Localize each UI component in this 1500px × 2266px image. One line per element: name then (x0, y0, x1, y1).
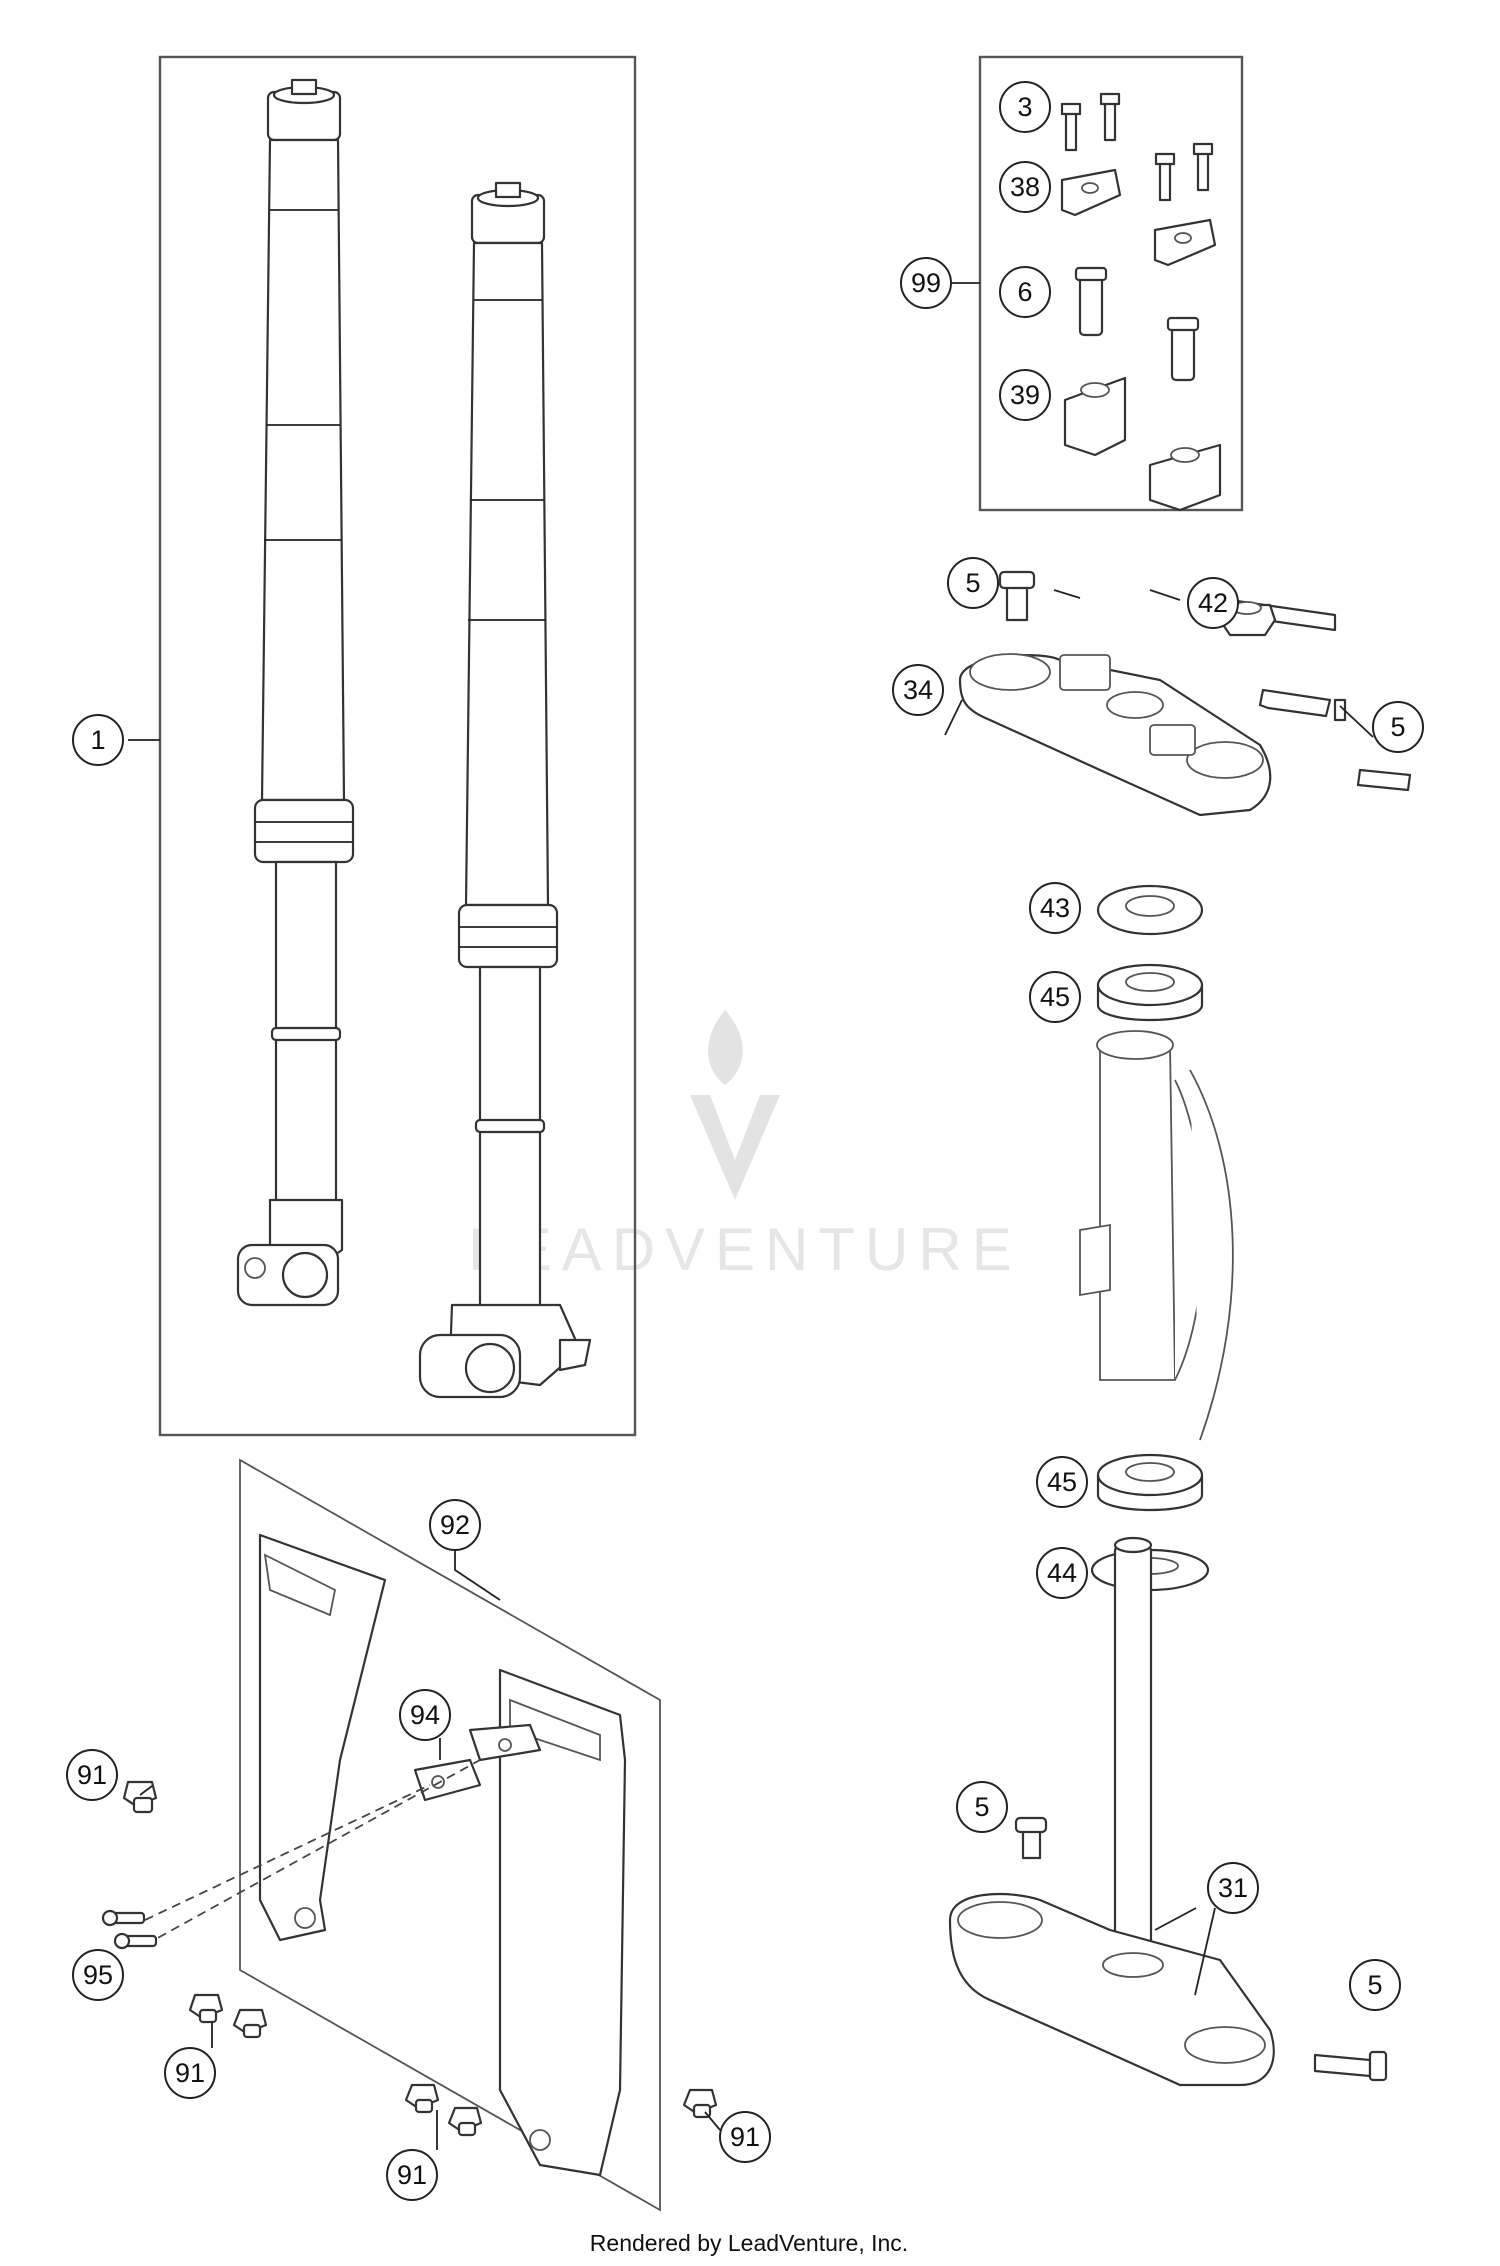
callout-label: 34 (903, 675, 933, 705)
callout-43: 43 (1029, 882, 1081, 934)
callout-label: 91 (77, 1760, 107, 1790)
footer-credit: Rendered by LeadVenture, Inc. (590, 2230, 908, 2256)
callout-label: 44 (1047, 1558, 1077, 1588)
callout-3: 3 (999, 81, 1051, 133)
callout-91-right: 91 (719, 2111, 771, 2163)
callout-label: 45 (1040, 982, 1070, 1012)
callout-45-lower: 45 (1036, 1456, 1088, 1508)
callout-91-upper-left: 91 (66, 1749, 118, 1801)
mounting-screws (101, 1759, 481, 1950)
callout-42: 42 (1187, 577, 1239, 629)
callout-label: 91 (730, 2122, 760, 2152)
fork-assembly-box (158, 55, 637, 1437)
callout-94: 94 (399, 1689, 451, 1741)
callout-label: 38 (1010, 172, 1040, 202)
frame-steering-head (1079, 1030, 1234, 1441)
left-fork-leg (236, 78, 355, 1307)
callout-label: 5 (974, 1792, 989, 1822)
callout-5-lower-right: 5 (1349, 1959, 1401, 2011)
callout-label: 94 (410, 1700, 440, 1730)
callout-99: 99 (900, 257, 952, 309)
callout-45-upper: 45 (1029, 971, 1081, 1023)
watermark-text: LEADVENTURE (468, 1216, 1021, 1283)
callout-label: 91 (397, 2160, 427, 2190)
callout-label: 31 (1218, 1873, 1248, 1903)
callout-95: 95 (72, 1949, 124, 2001)
callout-39: 39 (999, 369, 1051, 421)
callout-label: 5 (1367, 1970, 1382, 2000)
callout-91-bottom: 91 (386, 2149, 438, 2201)
callout-34: 34 (892, 664, 944, 716)
callout-5-top: 5 (947, 557, 999, 609)
callout-5-lower-left: 5 (956, 1781, 1008, 1833)
callout-5-right: 5 (1372, 701, 1424, 753)
callout-6: 6 (999, 266, 1051, 318)
callout-label: 3 (1017, 92, 1032, 122)
callout-label: 91 (175, 2058, 205, 2088)
callout-label: 39 (1010, 380, 1040, 410)
steering-bearings (1090, 884, 1210, 1592)
upper-triple-clamp (958, 570, 1412, 817)
callout-label: 99 (911, 268, 941, 298)
callout-label: 5 (1390, 712, 1405, 742)
callout-38: 38 (999, 161, 1051, 213)
callout-label: 92 (440, 1510, 470, 1540)
lower-triple-clamp (948, 1536, 1388, 2087)
kit-parts (1060, 92, 1222, 512)
callout-label: 95 (83, 1960, 113, 1990)
callout-label: 1 (90, 725, 105, 755)
callout-label: 42 (1198, 588, 1228, 618)
callout-label: 43 (1040, 893, 1070, 923)
callout-label: 5 (965, 568, 980, 598)
callout-44: 44 (1036, 1547, 1088, 1599)
leader-lines (139, 589, 1374, 2150)
fork-guards (258, 1533, 627, 2177)
callout-92: 92 (429, 1499, 481, 1551)
callout-91-lower-left: 91 (164, 2047, 216, 2099)
right-fork-leg (418, 181, 592, 1399)
callout-31: 31 (1207, 1862, 1259, 1914)
callout-label: 45 (1047, 1467, 1077, 1497)
callout-label: 6 (1017, 277, 1032, 307)
callout-1: 1 (72, 714, 124, 766)
watermark: LEADVENTURE (468, 1010, 1021, 1283)
